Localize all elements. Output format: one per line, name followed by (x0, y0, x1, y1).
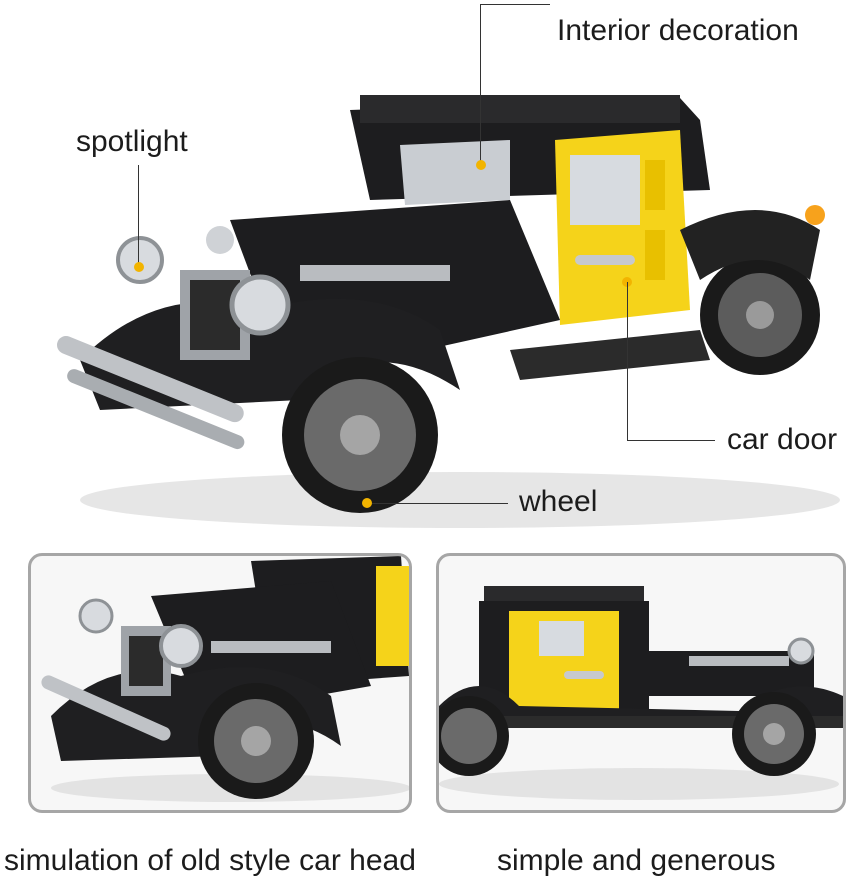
interior-marker-dot (476, 160, 486, 170)
detail-panel-front (28, 553, 412, 813)
wheel-label: wheel (519, 485, 598, 518)
spotlight-leader (138, 165, 139, 265)
rear-wheel (700, 255, 820, 375)
interior-leader-horizontal (480, 4, 550, 5)
wheel-marker-dot (362, 498, 372, 508)
wheel-leader (372, 503, 508, 504)
car-door-leader-horizontal (627, 440, 715, 441)
spotlight-headlights (116, 226, 291, 336)
hero-car-image (40, 80, 840, 530)
interior-decoration-label: Interior decoration (557, 14, 799, 47)
interior-leader-vertical (480, 4, 481, 164)
caption-simple-generous: simple and generous (497, 844, 776, 877)
detail-panel-side (436, 553, 846, 813)
spotlight-marker-dot (134, 262, 144, 272)
front-wheel (282, 357, 438, 513)
spotlight-label: spotlight (76, 125, 188, 158)
caption-old-style-head: simulation of old style car head (4, 844, 416, 877)
car-door-label: car door (727, 423, 838, 456)
car-door-leader-vertical (627, 282, 628, 440)
